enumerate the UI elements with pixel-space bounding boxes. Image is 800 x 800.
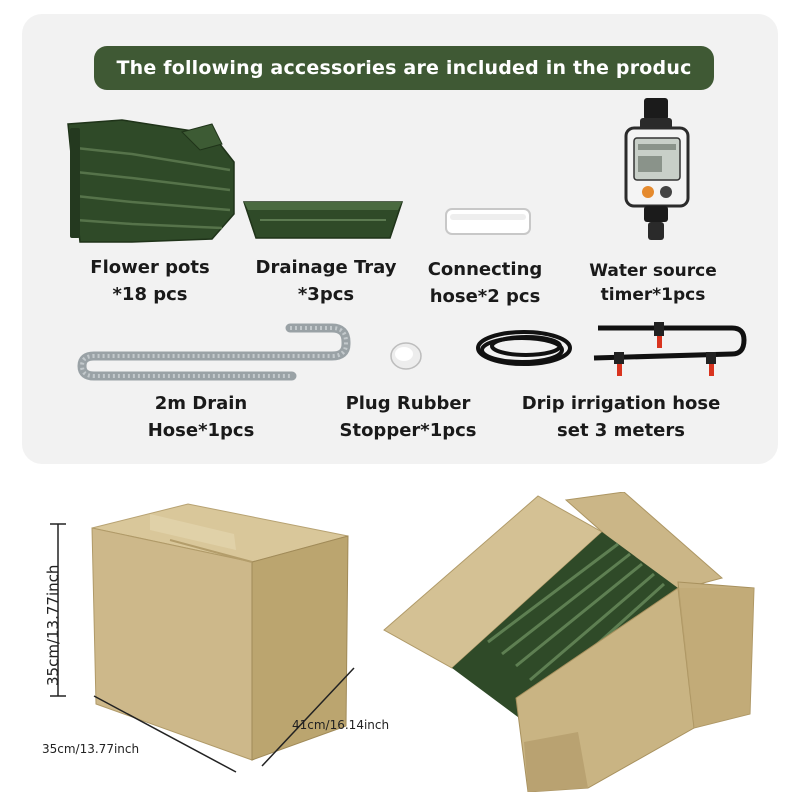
box-width-dimension: 41cm/16.14inch: [292, 718, 390, 732]
item-label-rubber-stopper: Plug Rubber Stopper*1pcs: [326, 390, 490, 444]
box-depth-dimension: 35cm/13.77inch: [42, 742, 140, 756]
item-label-line2: *3pcs: [297, 284, 355, 305]
banner-title: The following accessories are included i…: [116, 57, 692, 79]
item-label-line1: Flower pots: [90, 257, 210, 278]
item-label-line1: Plug Rubber: [345, 393, 471, 414]
item-label-line2: Stopper*1pcs: [339, 420, 477, 441]
accessories-banner: The following accessories are included i…: [94, 46, 714, 90]
item-label-line2: hose*2 pcs: [429, 286, 541, 307]
item-label-line2: Hose*1pcs: [147, 420, 255, 441]
flower-pot-stack-icon: [67, 119, 235, 243]
item-label-line1: 2m Drain: [154, 393, 248, 414]
closed-box-image: [50, 503, 355, 773]
item-label-drain-hose: 2m Drain Hose*1pcs: [126, 390, 276, 444]
item-label-line2: set 3 meters: [557, 420, 685, 441]
drainage-tray-icon: [242, 201, 404, 239]
item-label-line2: timer*1pcs: [600, 285, 706, 305]
item-label-drip-irrigation: Drip irrigation hose set 3 meters: [506, 390, 736, 444]
item-label-line1: Drip irrigation hose: [521, 393, 721, 414]
box-height-dimension: 35cm/13.77inch: [44, 564, 62, 686]
rubber-stopper-icon: [390, 342, 422, 370]
item-label-flower-pots: Flower pots *18 pcs: [74, 254, 226, 308]
item-label-line1: Water source: [589, 261, 717, 281]
water-timer-icon: [624, 98, 690, 240]
item-label-connecting-hose: Connecting hose*2 pcs: [412, 256, 558, 310]
item-label-line2: *18 pcs: [112, 284, 188, 305]
drip-irrigation-set-icon: [476, 322, 747, 376]
open-box-image: [383, 492, 755, 792]
item-label-drainage-tray: Drainage Tray *3pcs: [236, 254, 416, 308]
item-label-water-timer: Water source timer*1pcs: [578, 259, 728, 307]
drain-hose-icon: [77, 323, 351, 381]
item-label-line1: Drainage Tray: [255, 257, 397, 278]
connecting-hose-icon: [445, 208, 531, 235]
item-label-line1: Connecting: [427, 259, 543, 280]
